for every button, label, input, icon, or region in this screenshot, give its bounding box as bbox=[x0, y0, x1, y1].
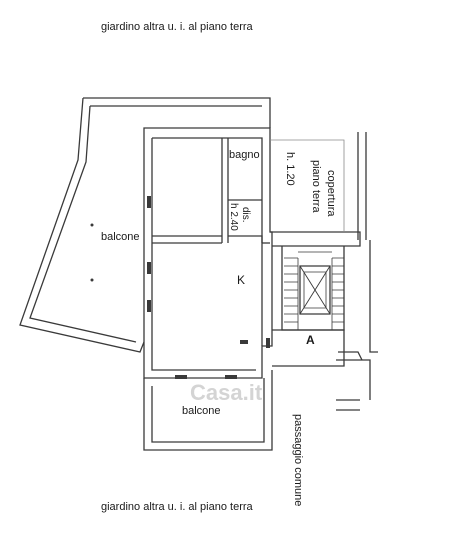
lift-cross bbox=[299, 265, 331, 315]
balcony-dot-2 bbox=[90, 278, 94, 282]
bath-wall bbox=[221, 138, 229, 243]
dis-label: dis. bbox=[240, 207, 251, 223]
right-column bbox=[357, 132, 367, 240]
bottom-garden-label: giardino altra u. i. al piano terra bbox=[101, 501, 253, 513]
bottom-balcony-inner bbox=[151, 378, 265, 443]
right-wall-vert bbox=[369, 240, 378, 353]
bottom-balcony-label: balcone bbox=[182, 405, 221, 417]
height-120-label: h. 1.20 bbox=[284, 152, 296, 186]
bottom-balcony-outline bbox=[143, 370, 273, 451]
stair-enclosure bbox=[270, 231, 361, 331]
watermark: Casa.it bbox=[190, 380, 263, 405]
door-mark-5 bbox=[225, 375, 237, 379]
top-garden-label: giardino altra u. i. al piano terra bbox=[101, 21, 253, 33]
kitchen-label: K bbox=[237, 273, 246, 287]
landing-a bbox=[272, 329, 345, 367]
stair-a-label: A bbox=[306, 333, 315, 347]
apartment-outer-wall bbox=[143, 127, 273, 379]
left-balcony-label: balcone bbox=[101, 231, 140, 243]
right-lower-wall bbox=[336, 359, 371, 400]
stair-steps bbox=[284, 251, 344, 330]
copertura-outline bbox=[270, 139, 345, 232]
balcony-dot-1 bbox=[90, 223, 94, 227]
left-balcony-outline bbox=[19, 97, 271, 353]
room-divider-wall bbox=[152, 235, 222, 244]
door-mark-2 bbox=[147, 262, 151, 274]
apartment-inner-wall bbox=[151, 137, 263, 371]
door-mark-6 bbox=[240, 340, 248, 344]
right-far-lines bbox=[336, 399, 360, 411]
door-mark-7 bbox=[266, 338, 270, 348]
landing-step bbox=[338, 351, 363, 361]
bathroom-label: bagno bbox=[229, 149, 260, 161]
door-mark-3 bbox=[147, 300, 151, 312]
dis-wall bbox=[228, 235, 263, 243]
left-balcony-inner bbox=[29, 105, 262, 343]
door-mark-1 bbox=[147, 196, 151, 208]
piano-terra-label: piano terra bbox=[310, 160, 322, 213]
door-mark-4 bbox=[175, 375, 187, 379]
passage-label: passaggio comune bbox=[292, 414, 304, 507]
height-240-label: h 2.40 bbox=[228, 203, 239, 231]
lift-inner bbox=[303, 271, 327, 309]
copertura-label: copertura bbox=[325, 170, 337, 217]
